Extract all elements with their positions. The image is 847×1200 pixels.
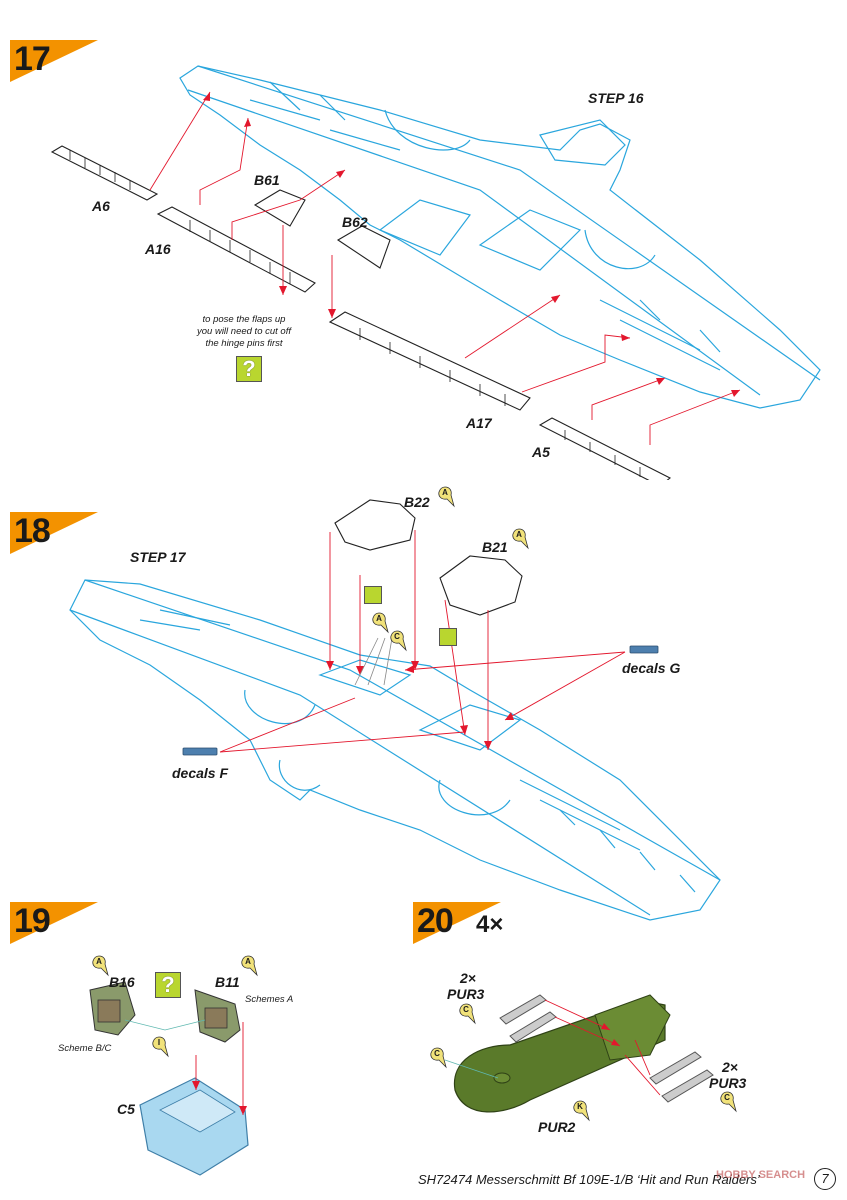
flaps-note-line-1: to pose the flaps up: [202, 314, 286, 325]
step20-drawing: [444, 994, 714, 1113]
step17-wing-drawing: [50, 65, 821, 480]
paint-code-b11-text: A: [245, 957, 251, 966]
paint-code-pur3-right: C: [720, 1091, 738, 1113]
part-b61-label: B61: [254, 172, 280, 188]
paint-code-step19-i-text: I: [157, 1038, 161, 1047]
pur3-right-qty: 2×: [722, 1059, 738, 1075]
paint-code-pur2: K: [573, 1100, 591, 1122]
part-a6-label: A6: [92, 198, 110, 214]
step17-reference: STEP 17: [130, 549, 186, 565]
schemes-a-label: Schemes A: [245, 994, 294, 1005]
part-c5-label: C5: [117, 1101, 135, 1117]
paint-code-step18-c-text: C: [394, 632, 400, 641]
step-20-quantity: 4×: [476, 911, 504, 938]
paint-code-step20-c: C: [430, 1047, 448, 1069]
step18-wing-drawing: [69, 499, 721, 921]
paint-code-step18-c: C: [390, 630, 408, 652]
paint-code-step20-c-text: C: [434, 1049, 440, 1058]
step19-drawing: [89, 981, 249, 1176]
paint-code-b16-text: A: [96, 957, 102, 966]
scheme-bc-label: Scheme B/C: [58, 1043, 112, 1054]
paint-code-b22: A: [438, 486, 456, 508]
paint-code-b11: A: [241, 955, 259, 977]
page-number: 7: [814, 1168, 836, 1190]
step-17-number: 17: [14, 40, 51, 78]
pur3-right-label: PUR3: [709, 1075, 747, 1091]
step-18-number: 18: [14, 512, 51, 550]
flaps-note-line-2: you will need to cut off: [197, 326, 291, 337]
flaps-note: to pose the flaps up you will need to cu…: [169, 314, 319, 350]
decals-f-label: decals F: [172, 765, 229, 781]
paint-code-step19-i: I: [152, 1036, 170, 1058]
part-b16-label: B16: [109, 974, 135, 990]
paint-code-step18-a: A: [372, 612, 390, 634]
cut-hand-icon-2: [439, 628, 457, 646]
pur3-left-qty: 2×: [460, 970, 476, 986]
paint-code-pur3-right-text: C: [724, 1093, 730, 1102]
pur2-label: PUR2: [538, 1119, 576, 1135]
flaps-note-line-3: the hinge pins first: [205, 338, 283, 349]
step-19-badge: [10, 902, 98, 944]
paint-code-step18-a-text: A: [376, 614, 382, 623]
step-20-badge: [413, 902, 501, 944]
part-a17-label: A17: [466, 415, 492, 431]
part-a5-label: A5: [532, 444, 550, 460]
watermark: HOBBY SEARCH: [716, 1169, 806, 1181]
paint-code-b21-text: A: [516, 530, 522, 539]
step-17-badge: [10, 40, 98, 82]
step-18-badge: [10, 512, 98, 554]
step-19-number: 19: [14, 902, 51, 940]
cut-hand-icon: [364, 586, 382, 604]
paint-code-pur3-left: C: [459, 1003, 477, 1025]
part-a16-label: A16: [145, 241, 171, 257]
paint-code-b22-text: A: [442, 488, 448, 497]
pur3-left-label: PUR3: [447, 986, 485, 1002]
question-icon-step19: ?: [155, 972, 181, 998]
question-icon: ?: [236, 356, 262, 382]
step16-reference: STEP 16: [588, 90, 644, 106]
paint-code-pur3-left-text: C: [463, 1005, 469, 1014]
part-b62-label: B62: [342, 214, 368, 230]
footer-title: SH72474 Messerschmitt Bf 109E-1/B ‘Hit a…: [418, 1172, 760, 1187]
step-20-number: 20: [417, 902, 454, 940]
part-b22-label: B22: [404, 494, 430, 510]
part-b11-label: B11: [215, 974, 240, 990]
paint-code-b16: A: [92, 955, 110, 977]
decals-g-label: decals G: [622, 660, 681, 676]
paint-code-pur2-text: K: [577, 1102, 583, 1111]
part-b21-label: B21: [482, 539, 508, 555]
paint-code-b21: A: [512, 528, 530, 550]
